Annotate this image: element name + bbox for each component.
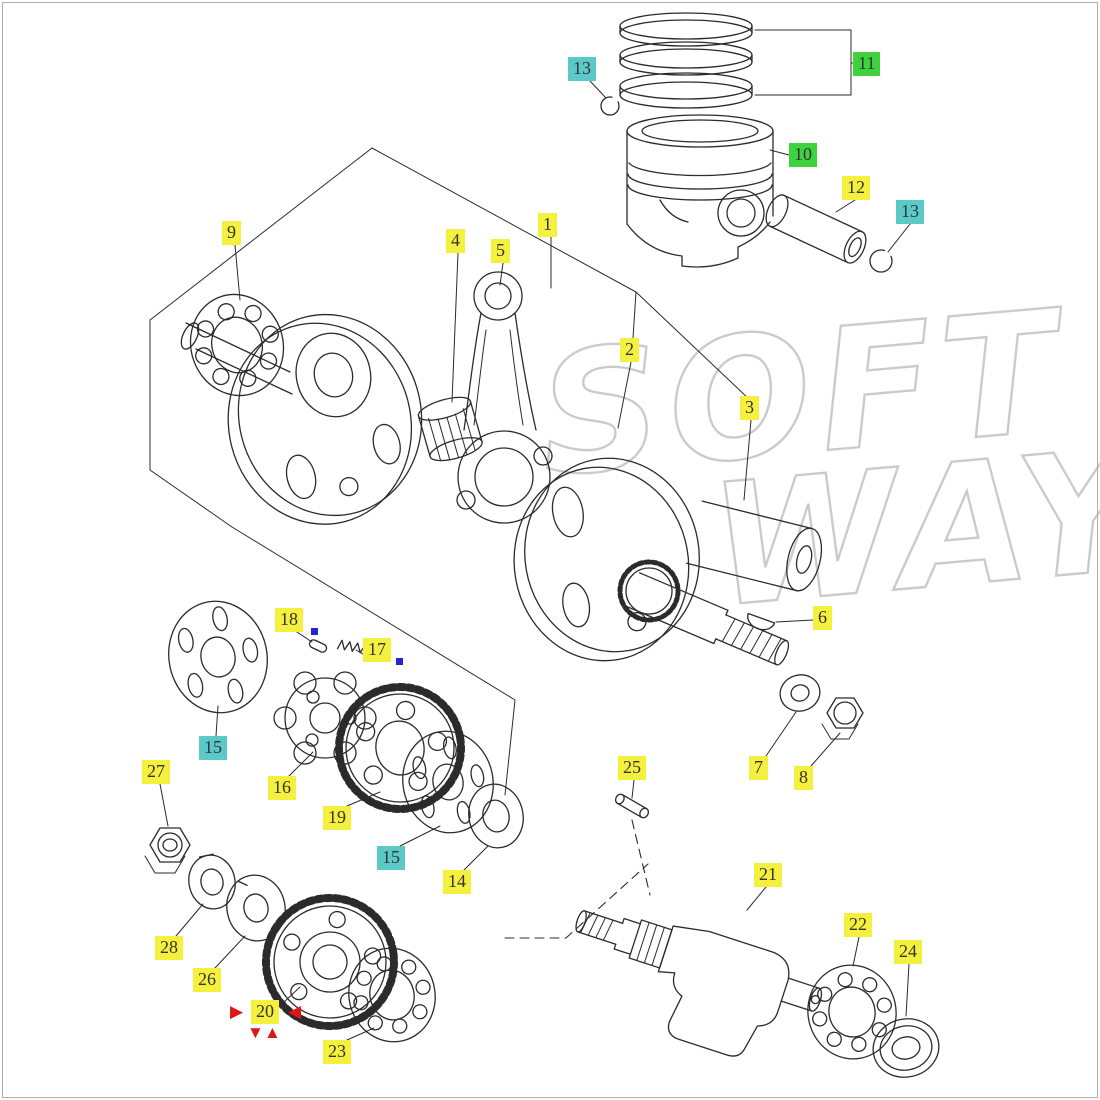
balancer-bearing-right bbox=[807, 964, 897, 1060]
crank-web-right bbox=[513, 457, 700, 662]
crank-shaft-left-end bbox=[180, 322, 293, 395]
part-label-27[interactable]: 27 bbox=[142, 760, 170, 784]
part-label-15-right[interactable]: 15 bbox=[377, 846, 405, 870]
lock-washer bbox=[188, 853, 236, 910]
piston-pin bbox=[765, 194, 867, 264]
part-label-5[interactable]: 5 bbox=[491, 239, 510, 263]
crank-pin bbox=[686, 500, 823, 592]
circlip-right bbox=[869, 249, 893, 273]
timing-sprocket bbox=[617, 559, 681, 623]
balancer-bearing-left bbox=[348, 947, 436, 1043]
balancer-shaft bbox=[575, 910, 823, 1057]
watermark-line1: SOFT bbox=[532, 273, 1076, 514]
woodruff-key bbox=[747, 612, 776, 631]
oil-seal bbox=[872, 1018, 940, 1078]
piston bbox=[626, 114, 774, 268]
part-label-7[interactable]: 7 bbox=[749, 756, 768, 780]
highlight-arrow-right-icon: ▶ bbox=[230, 1002, 244, 1021]
part-label-10[interactable]: 10 bbox=[789, 143, 817, 167]
part-label-28[interactable]: 28 bbox=[155, 936, 183, 960]
dowel-pin bbox=[308, 639, 328, 653]
part-label-26[interactable]: 26 bbox=[193, 968, 221, 992]
part-label-20[interactable]: 20 bbox=[251, 1000, 279, 1024]
plain-washer bbox=[226, 874, 286, 942]
part-label-23[interactable]: 23 bbox=[323, 1040, 351, 1064]
circlip-top bbox=[600, 96, 620, 116]
marker-dot-18 bbox=[311, 628, 318, 635]
part-label-1[interactable]: 1 bbox=[538, 213, 557, 237]
ring-set-bracket bbox=[754, 29, 852, 96]
part-label-3[interactable]: 3 bbox=[740, 396, 759, 420]
piston-ring-set bbox=[619, 12, 753, 109]
thrust-washer bbox=[468, 783, 524, 849]
part-label-13-right[interactable]: 13 bbox=[896, 200, 924, 224]
part-label-19[interactable]: 19 bbox=[323, 806, 351, 830]
one-way-clutch bbox=[273, 671, 377, 765]
crank-nut bbox=[821, 697, 864, 740]
watermark-line2: WAY bbox=[704, 411, 1100, 645]
highlight-arrow-left-icon: ◀ bbox=[288, 1002, 302, 1021]
marker-dot-17 bbox=[396, 658, 403, 665]
part-label-13-top[interactable]: 13 bbox=[568, 57, 596, 81]
part-label-9[interactable]: 9 bbox=[222, 221, 241, 245]
needle-bearing bbox=[417, 396, 483, 462]
part-label-17[interactable]: 17 bbox=[363, 638, 391, 662]
highlight-arrow-up-icon: ▲ bbox=[264, 1023, 281, 1042]
part-label-18[interactable]: 18 bbox=[275, 608, 303, 632]
part-label-8[interactable]: 8 bbox=[794, 766, 813, 790]
part-label-24[interactable]: 24 bbox=[894, 940, 922, 964]
part-label-11[interactable]: 11 bbox=[853, 52, 881, 76]
part-label-6[interactable]: 6 bbox=[813, 606, 832, 630]
part-label-12[interactable]: 12 bbox=[842, 176, 870, 200]
balancer-pin bbox=[614, 793, 650, 819]
part-label-4[interactable]: 4 bbox=[446, 229, 465, 253]
part-label-25[interactable]: 25 bbox=[618, 756, 646, 780]
balancer-nut bbox=[144, 827, 191, 874]
part-label-21[interactable]: 21 bbox=[754, 863, 782, 887]
part-label-22[interactable]: 22 bbox=[844, 913, 872, 937]
crank-web-left bbox=[227, 313, 423, 525]
highlight-arrow-down-icon: ▼ bbox=[247, 1023, 264, 1042]
spring bbox=[336, 639, 365, 654]
balancer-gear bbox=[262, 894, 398, 1030]
assembly-boundary-lines bbox=[149, 147, 751, 939]
part-label-14[interactable]: 14 bbox=[443, 870, 471, 894]
stator-plate-right bbox=[402, 730, 494, 834]
stator-plate-left bbox=[168, 600, 268, 714]
part-label-15-left[interactable]: 15 bbox=[199, 736, 227, 760]
crank-washer bbox=[779, 674, 821, 712]
part-label-16[interactable]: 16 bbox=[268, 776, 296, 800]
watermark: SOFT WAY bbox=[531, 272, 1100, 646]
connecting-rod bbox=[456, 271, 553, 524]
main-bearing-left bbox=[189, 293, 285, 397]
leader-lines bbox=[159, 62, 911, 1041]
part-label-2[interactable]: 2 bbox=[620, 338, 639, 362]
